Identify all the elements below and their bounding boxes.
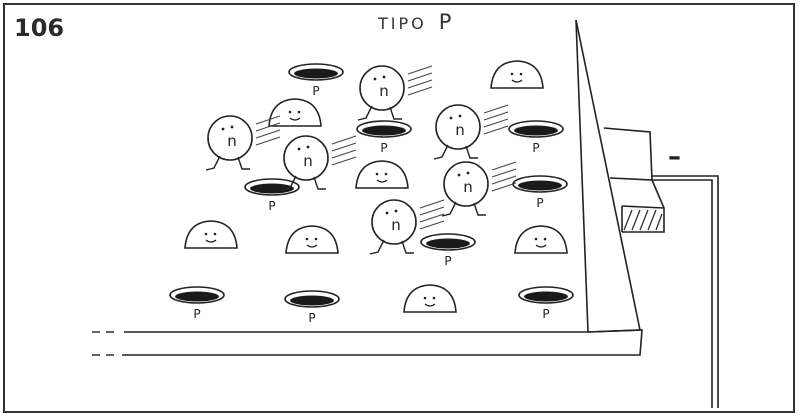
- negative-terminal-sign: –: [668, 142, 681, 172]
- hole: P: [513, 176, 567, 210]
- ion-bump: [269, 99, 321, 126]
- electron-label: n: [303, 152, 313, 170]
- title-letter: P: [439, 10, 455, 34]
- ion-bump: [356, 161, 408, 188]
- hole-label: P: [536, 196, 543, 210]
- electron: n: [434, 105, 508, 159]
- hole: P: [170, 287, 224, 321]
- ion-bump: [515, 226, 567, 253]
- figure-title: TIPO P: [378, 10, 454, 34]
- hole-label: P: [532, 141, 539, 155]
- electrons-layer: n n n n n n: [206, 66, 516, 254]
- ion-bump: [404, 285, 456, 312]
- hole-label: P: [380, 141, 387, 155]
- hole-label: P: [542, 307, 549, 321]
- electron: n: [282, 136, 356, 190]
- electron-label: n: [463, 178, 473, 196]
- hole: P: [245, 179, 299, 213]
- slab-edge-dashes: [92, 332, 114, 355]
- hole: P: [421, 234, 475, 268]
- hole-label: P: [312, 84, 319, 98]
- hole-label: P: [193, 307, 200, 321]
- electron-label: n: [227, 132, 237, 150]
- title-word: TIPO: [378, 14, 427, 33]
- figure-number: 106: [14, 14, 64, 42]
- ion-bump: [491, 61, 543, 88]
- hole: P: [289, 64, 343, 98]
- electron-label: n: [379, 82, 389, 100]
- hole-label: P: [268, 199, 275, 213]
- hole: P: [509, 121, 563, 155]
- ion-bump: [286, 226, 338, 253]
- electron: n: [358, 66, 432, 120]
- hole: P: [357, 121, 411, 155]
- electron-label: n: [391, 216, 401, 234]
- hole: P: [285, 291, 339, 325]
- ion-bump: [185, 221, 237, 248]
- electrode-hatch: [624, 210, 662, 230]
- lead-wire: [652, 176, 718, 408]
- electron-label: n: [455, 121, 465, 139]
- hole-label: P: [308, 311, 315, 325]
- electron: n: [442, 162, 516, 216]
- hole-label: P: [444, 254, 451, 268]
- hole: P: [519, 287, 573, 321]
